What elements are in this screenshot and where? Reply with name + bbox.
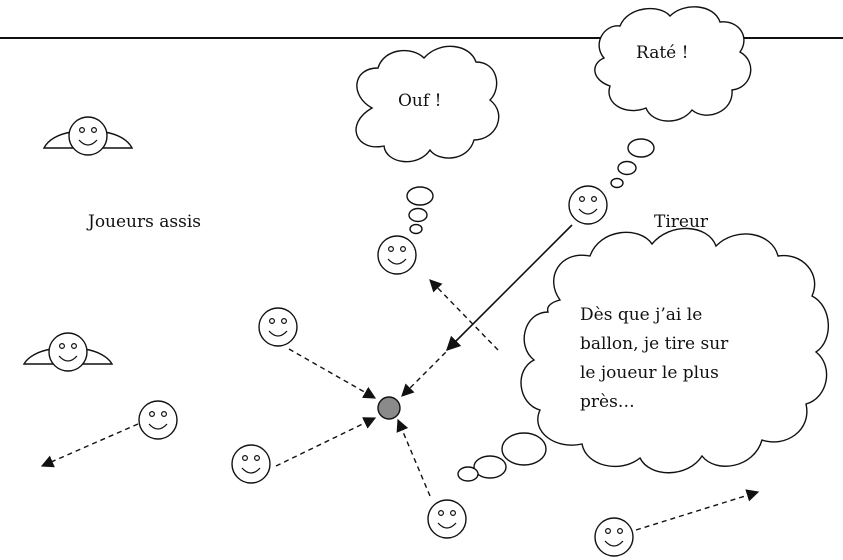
player-far-left <box>138 400 178 440</box>
arrow-dodge-ouf <box>429 279 499 351</box>
bubble-text-ouf: Ouf ! <box>398 91 441 111</box>
arrow-bottom-center-to-ball <box>396 418 431 497</box>
label-shooter: Tireur <box>654 212 709 232</box>
thought-bubble-plan: Dès que j’ai le ballon, je tire sur le j… <box>457 227 830 482</box>
svg-text:Dès que j’ai le ballon,: Dès que j’ai le ballon, je tire sur le j… <box>580 305 734 412</box>
arrow-left-upper-to-ball <box>288 348 377 399</box>
player-shooter <box>568 185 608 225</box>
thought-bubble-ouf: Ouf ! <box>355 45 500 235</box>
bubble-text-plan-1: Dès que j’ai le <box>580 305 702 325</box>
bubble-text-plan-2: ballon, je tire sur <box>580 334 729 354</box>
player-left-lower <box>231 444 271 484</box>
thought-bubble-rate: Raté ! <box>594 6 752 189</box>
player-left-upper <box>258 307 298 347</box>
player-bottom-right <box>594 517 634 557</box>
seated-player-bottom <box>22 332 114 372</box>
label-seated-players: Joueurs assis <box>86 212 201 232</box>
arrow-shot-to-ball <box>401 345 453 397</box>
seated-player-top <box>42 116 134 156</box>
bubble-text-plan-4: près… <box>580 392 635 412</box>
ball <box>377 396 401 420</box>
bubble-text-plan-3: le joueur le plus <box>580 363 719 383</box>
arrow-left-lower-to-ball <box>275 417 377 467</box>
player-bottom-center <box>427 499 467 539</box>
player-ouf <box>377 235 417 275</box>
arrow-bottom-right-away <box>635 489 760 531</box>
bubble-text-rate: Raté ! <box>636 43 688 63</box>
arrow-far-left-away <box>40 423 139 468</box>
arrow-shot-solid <box>445 224 573 352</box>
